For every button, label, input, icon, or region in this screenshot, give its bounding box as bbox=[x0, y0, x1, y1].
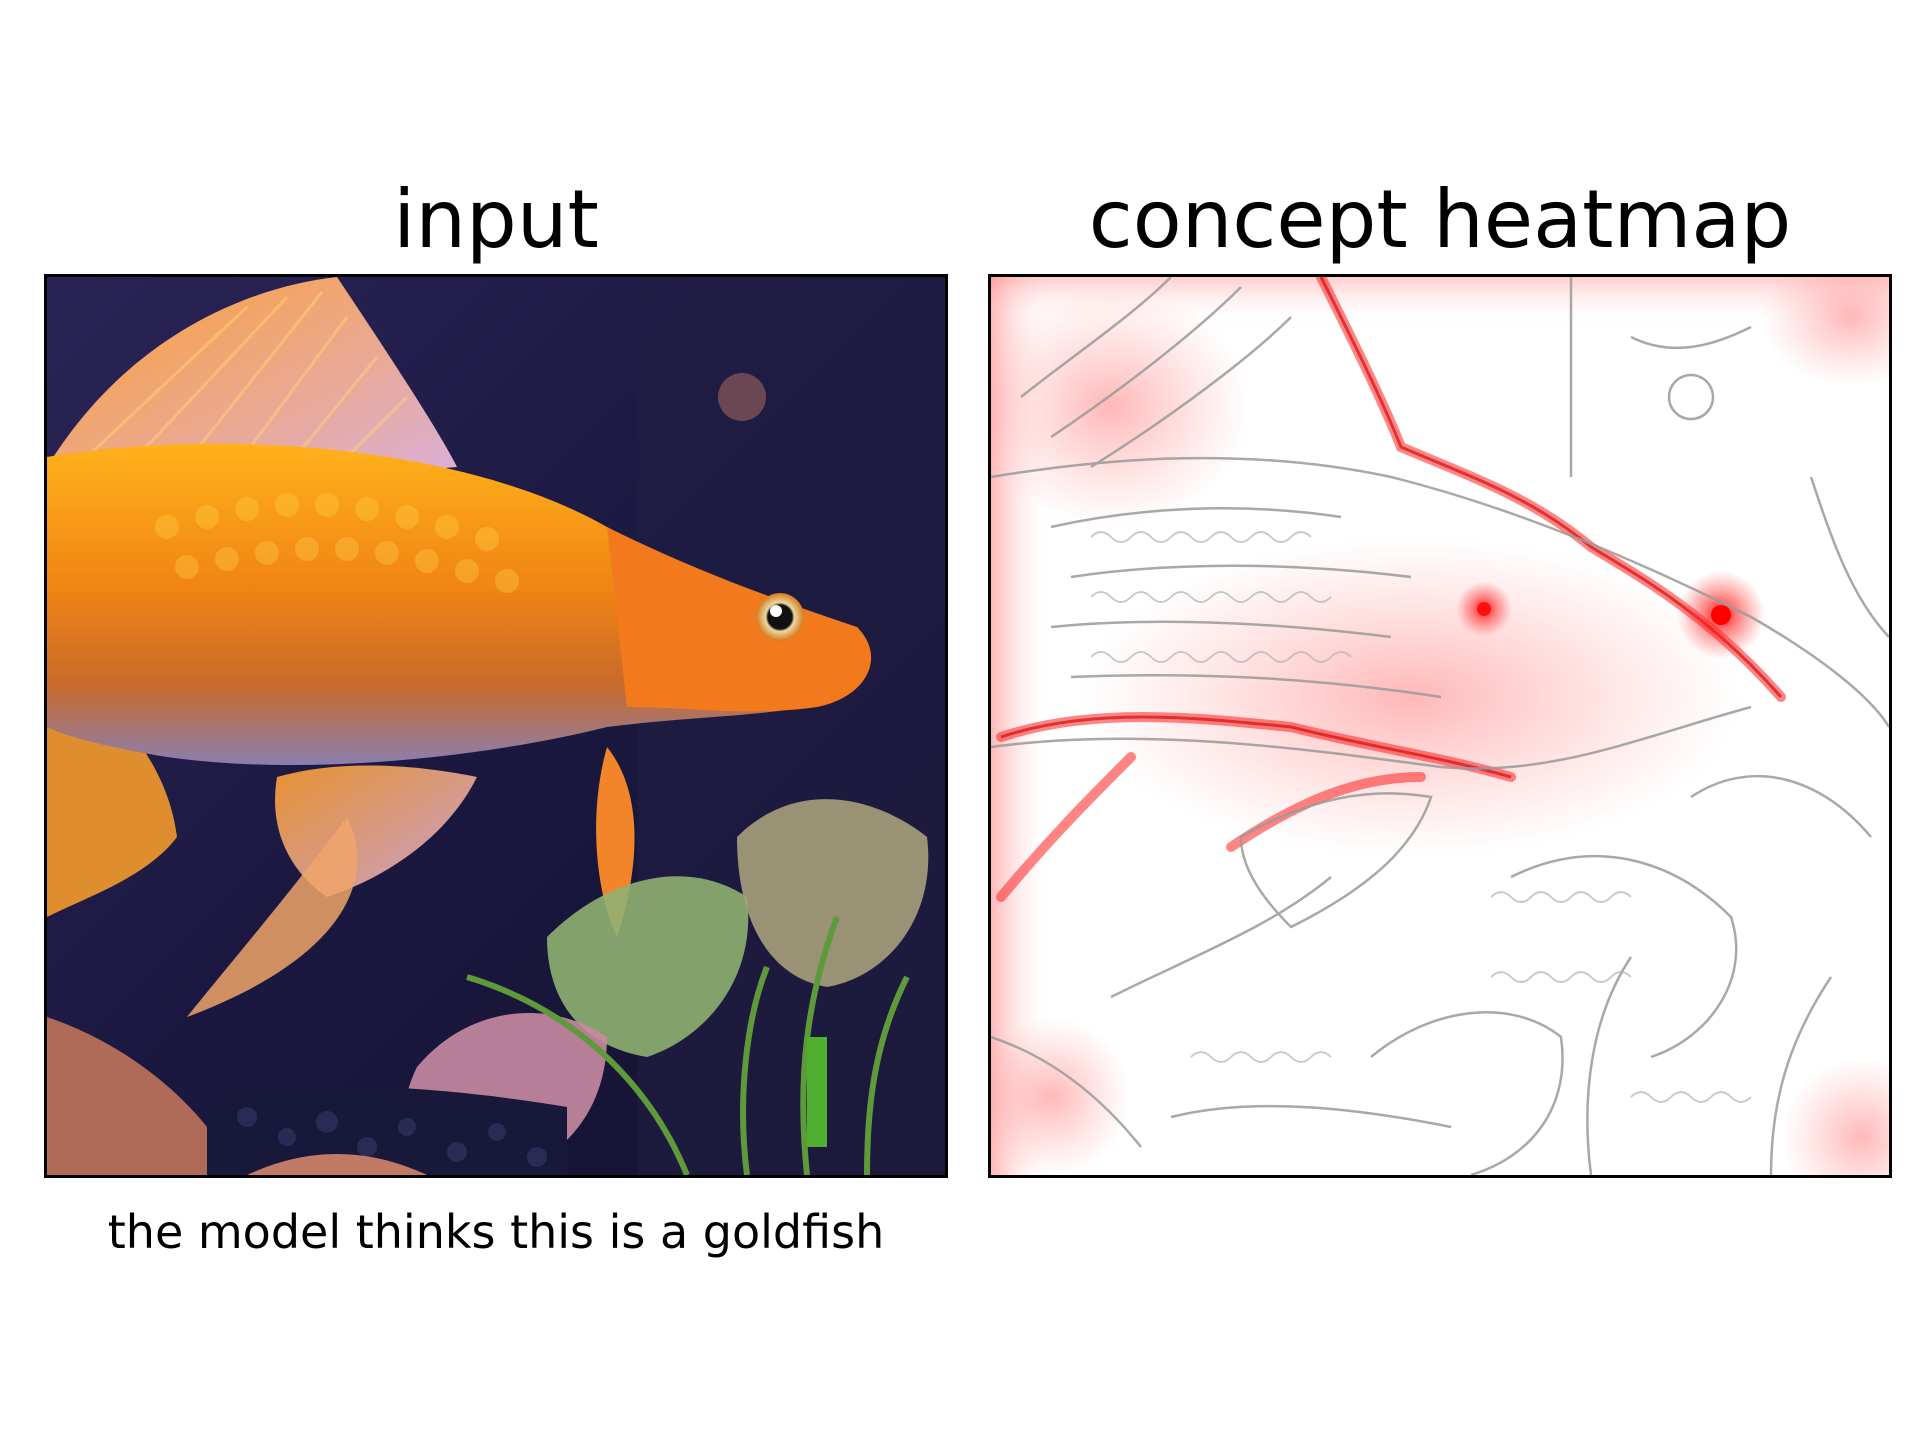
input-panel-title: input bbox=[393, 173, 599, 266]
input-image bbox=[44, 274, 948, 1178]
prediction-caption: the model thinks this is a goldfish bbox=[107, 1205, 885, 1259]
heatmap-panel-title: concept heatmap bbox=[1088, 173, 1792, 266]
goldfish-photo bbox=[47, 277, 945, 1175]
concept-heatmap bbox=[988, 274, 1892, 1178]
heatmap-image bbox=[991, 277, 1889, 1175]
